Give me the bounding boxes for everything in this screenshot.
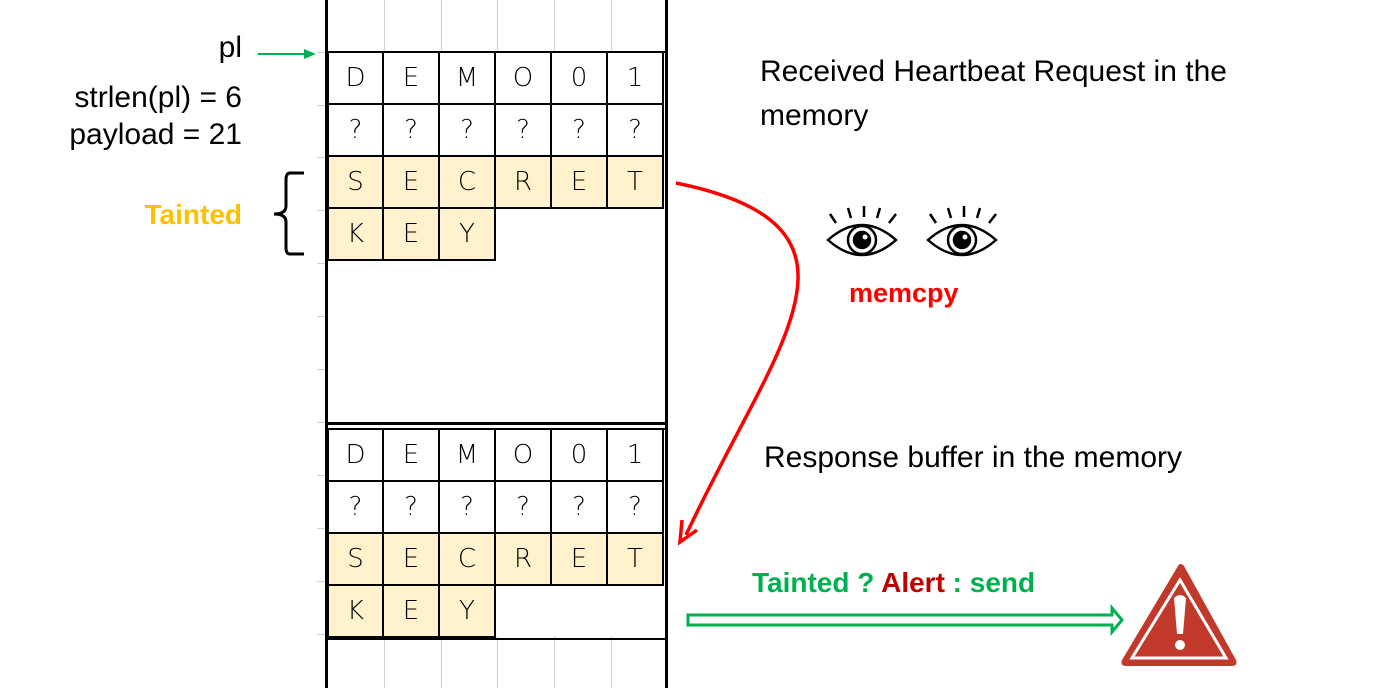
- tainted-byte-cell: Y: [440, 209, 496, 261]
- payload-label: payload = 21: [69, 118, 242, 151]
- response-buffer: D E M O 0 1 ? ? ? ? ? ? S E C R E T K E …: [328, 422, 668, 640]
- tainted-byte-cell: R: [496, 534, 552, 586]
- byte-cell: 1: [608, 53, 664, 105]
- byte-cell: 0: [552, 53, 608, 105]
- request-row: D E M O 0 1: [328, 53, 668, 105]
- tainted-byte-cell: K: [328, 209, 384, 261]
- tainted-byte-cell: C: [440, 157, 496, 209]
- check-send: : send: [944, 567, 1036, 598]
- tainted-byte-cell: E: [384, 157, 440, 209]
- pointer-arrow-icon: [258, 49, 316, 59]
- tainted-byte-cell: T: [608, 534, 664, 586]
- byte-cell: E: [384, 430, 440, 482]
- warning-triangle-icon: [1121, 564, 1237, 666]
- send-arrow-icon: [686, 603, 1124, 637]
- response-row: D E M O 0 1: [328, 428, 668, 482]
- tainted-byte-cell: Y: [440, 586, 496, 638]
- byte-cell: ?: [608, 482, 664, 534]
- memory-right-border: [665, 0, 668, 688]
- byte-cell: ?: [328, 482, 384, 534]
- byte-cell: O: [496, 53, 552, 105]
- byte-cell: O: [496, 430, 552, 482]
- pointer-label: pl: [218, 31, 242, 64]
- tainted-byte-cell: E: [552, 534, 608, 586]
- byte-cell: ?: [608, 105, 664, 157]
- request-row-tainted: S E C R E T: [328, 157, 668, 209]
- request-buffer: D E M O 0 1 ? ? ? ? ? ? S E C R E T K E …: [328, 51, 668, 261]
- tainted-byte-cell: S: [328, 534, 384, 586]
- response-row-tainted: S E C R E T: [328, 534, 668, 586]
- byte-cell: 0: [552, 430, 608, 482]
- byte-cell: ?: [496, 482, 552, 534]
- strlen-label: strlen(pl) = 6: [74, 81, 242, 114]
- check-condition: Tainted ?: [752, 567, 882, 598]
- byte-cell: ?: [384, 105, 440, 157]
- tainted-byte-cell: E: [384, 209, 440, 261]
- tainted-label: Tainted: [144, 199, 242, 230]
- request-description: Received Heartbeat Request in the memory: [760, 55, 1227, 132]
- tainted-byte-cell: R: [496, 157, 552, 209]
- byte-cell: D: [328, 53, 384, 105]
- memcpy-arrow-icon: [675, 181, 800, 546]
- brace-icon: [273, 171, 304, 256]
- byte-cell: M: [440, 430, 496, 482]
- taint-check-label: Tainted ? Alert : send: [752, 567, 1035, 599]
- request-row-tainted: K E Y: [328, 209, 668, 261]
- byte-cell: ?: [384, 482, 440, 534]
- tainted-byte-cell: K: [328, 586, 384, 638]
- tainted-byte-cell: C: [440, 534, 496, 586]
- byte-cell: 1: [608, 430, 664, 482]
- tainted-byte-cell: E: [384, 534, 440, 586]
- response-row: ? ? ? ? ? ?: [328, 482, 668, 534]
- check-alert: Alert: [881, 567, 945, 598]
- byte-cell: ?: [440, 482, 496, 534]
- memory-column: [317, 0, 668, 688]
- byte-cell: ?: [496, 105, 552, 157]
- memory-left-border: [325, 0, 328, 688]
- byte-cell: E: [384, 53, 440, 105]
- tainted-byte-cell: E: [384, 586, 440, 638]
- response-description: Response buffer in the memory: [764, 441, 1182, 474]
- byte-cell: ?: [440, 105, 496, 157]
- response-row-tainted: K E Y: [328, 586, 668, 640]
- byte-cell: ?: [552, 105, 608, 157]
- request-row: ? ? ? ? ? ?: [328, 105, 668, 157]
- byte-cell: ?: [552, 482, 608, 534]
- byte-cell: D: [328, 430, 384, 482]
- byte-cell: ?: [328, 105, 384, 157]
- memcpy-label: memcpy: [849, 278, 959, 308]
- tainted-byte-cell: S: [328, 157, 384, 209]
- tainted-byte-cell: T: [608, 157, 664, 209]
- eyes-icon: [826, 206, 998, 257]
- byte-cell: M: [440, 53, 496, 105]
- tainted-byte-cell: E: [552, 157, 608, 209]
